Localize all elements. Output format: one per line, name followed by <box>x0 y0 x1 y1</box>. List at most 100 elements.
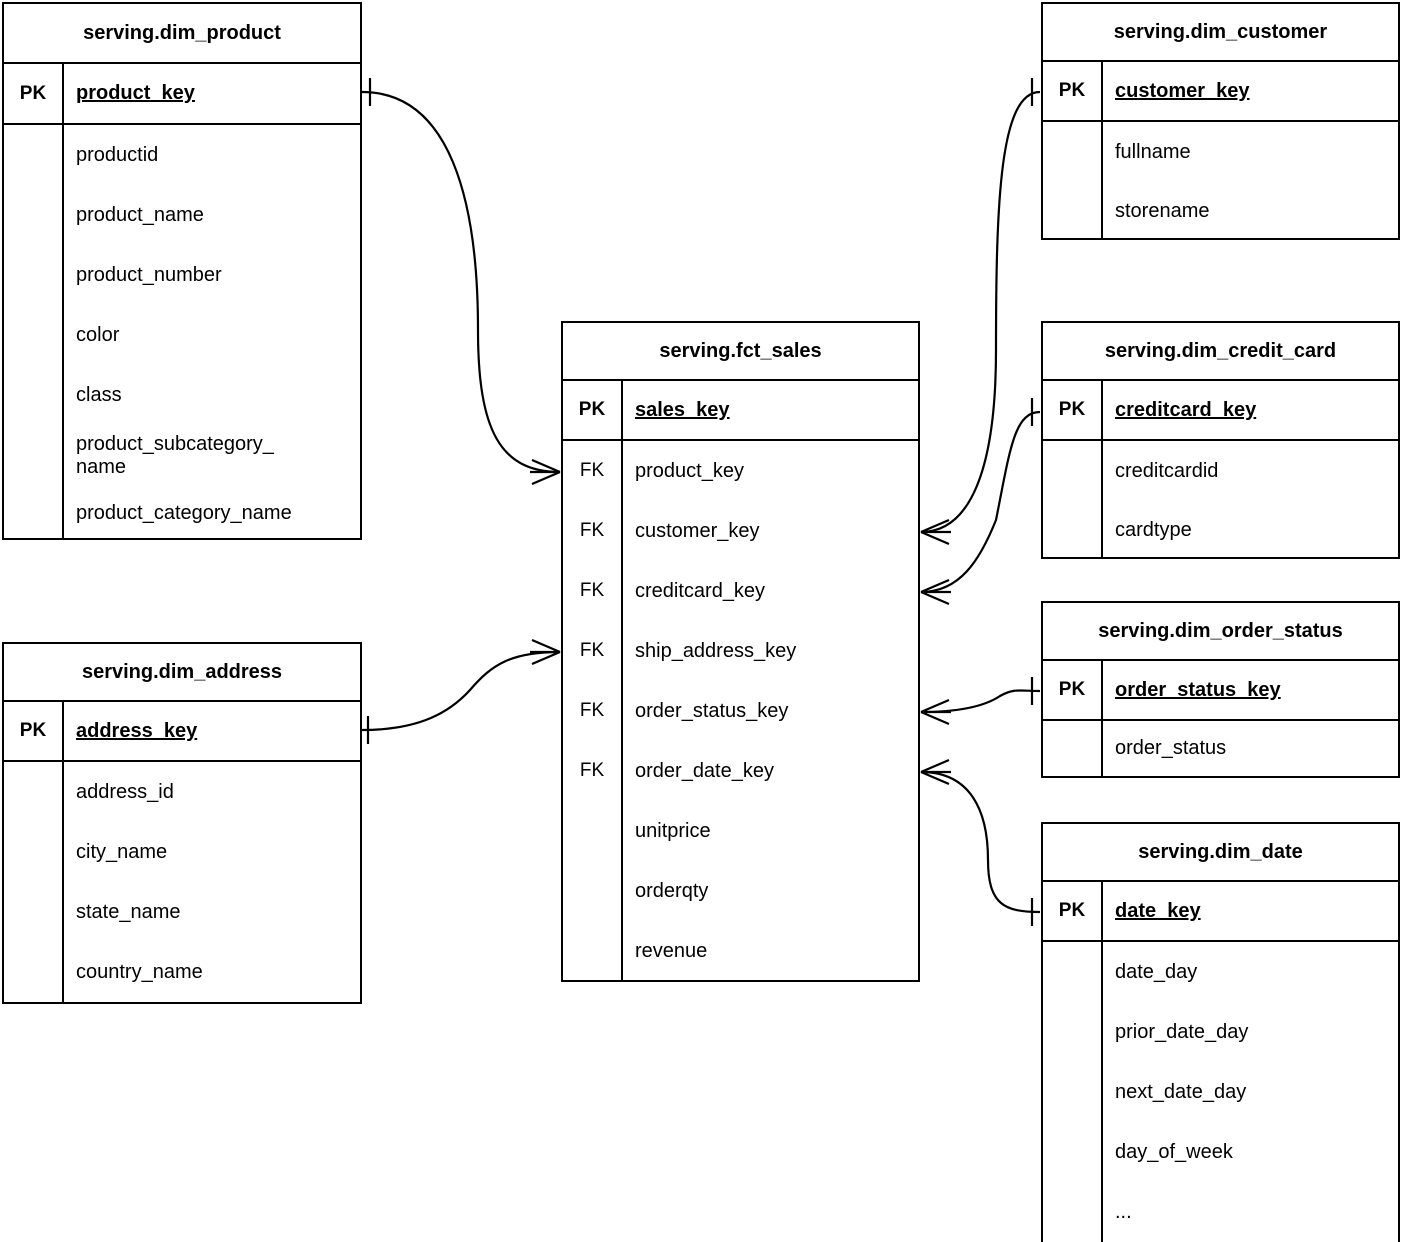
entity-fct-sales[interactable]: serving.fct_sales PK sales_key FK produc… <box>561 321 920 982</box>
entity-title-dim-order-status: serving.dim_order_status <box>1043 603 1398 661</box>
attribute-item: productid <box>76 143 159 166</box>
entity-title-dim-address: serving.dim_address <box>4 644 360 702</box>
gutter-dim-customer <box>1043 122 1103 240</box>
attribute-item: date_day <box>1115 960 1198 983</box>
relationship-order-status <box>920 677 1041 726</box>
crowsfoot-product <box>530 458 561 486</box>
relationship-line-order-status <box>920 689 1041 714</box>
attribute-item: city_name <box>76 840 168 863</box>
gutter-dim-order-status <box>1043 721 1103 776</box>
relationship-address <box>361 638 561 744</box>
entity-title-dim-credit-card: serving.dim_credit_card <box>1043 323 1398 381</box>
attribute-item: product_category_name <box>76 501 292 524</box>
measure-row: unitprice <box>563 801 918 861</box>
fk-column: order_date_key <box>635 759 774 782</box>
fk-badge: FK <box>563 501 623 561</box>
attribute-item: class <box>76 383 122 406</box>
relationship-credit-card <box>920 398 1041 606</box>
attribute-item: ... <box>1115 1200 1132 1223</box>
relationship-line-address <box>361 650 561 732</box>
entity-dim-customer[interactable]: serving.dim_customer PK customer_key ful… <box>1041 2 1400 240</box>
measure-badge-blank <box>563 801 623 861</box>
attribute-list-dim-customer: fullname storename <box>1103 122 1398 240</box>
fk-badge: FK <box>563 441 623 501</box>
attribute-item: country_name <box>76 960 203 983</box>
measure-column: unitprice <box>635 819 711 842</box>
fk-row: FK order_status_key <box>563 681 918 741</box>
pk-row-dim-date: PK date_key <box>1043 882 1398 942</box>
crowsfoot-customer <box>920 518 951 546</box>
fk-column: ship_address_key <box>635 639 797 662</box>
pk-badge-dim-address: PK <box>4 702 64 760</box>
attribute-item: address_id <box>76 780 174 803</box>
attribute-item: product_number <box>76 263 222 286</box>
pk-column-dim-order-status: order_status_key <box>1115 678 1281 701</box>
measure-column: orderqty <box>635 879 709 902</box>
pk-badge-dim-product: PK <box>4 64 64 123</box>
gutter-dim-product <box>4 125 64 539</box>
entity-dim-address[interactable]: serving.dim_address PK address_key addre… <box>2 642 362 1004</box>
pk-column-dim-address: address_key <box>76 719 198 742</box>
pk-row-dim-customer: PK customer_key <box>1043 62 1398 122</box>
relationship-date <box>920 758 1041 926</box>
entity-dim-product[interactable]: serving.dim_product PK product_key produ… <box>2 2 362 540</box>
attribute-item: cardtype <box>1115 518 1192 541</box>
measure-badge-blank <box>563 861 623 921</box>
fk-row: FK product_key <box>563 441 918 501</box>
attribute-item: state_name <box>76 900 181 923</box>
entity-dim-order-status[interactable]: serving.dim_order_status PK order_status… <box>1041 601 1400 778</box>
attribute-block-dim-customer: fullname storename <box>1043 122 1398 240</box>
pk-row-fct-sales: PK sales_key <box>563 381 918 441</box>
pk-column-dim-product: product_key <box>76 82 195 105</box>
attribute-list-dim-order-status: order_status <box>1103 721 1398 776</box>
attribute-list-dim-date: date_day prior_date_day next_date_day da… <box>1103 942 1398 1242</box>
entity-title-dim-date: serving.dim_date <box>1043 824 1398 882</box>
attribute-block-dim-product: productid product_name product_number co… <box>4 125 360 539</box>
fk-badge: FK <box>563 621 623 681</box>
entity-dim-date[interactable]: serving.dim_date PK date_key date_day pr… <box>1041 822 1400 1242</box>
attribute-item: storename <box>1115 199 1210 222</box>
relationship-product <box>361 78 561 486</box>
pk-row-dim-credit-card: PK creditcard_key <box>1043 381 1398 441</box>
pk-column-dim-customer: customer_key <box>1115 79 1250 102</box>
pk-badge-fct-sales: PK <box>563 381 623 439</box>
fk-badge: FK <box>563 681 623 741</box>
attribute-block-fct-sales: FK product_key FK customer_key FK credit… <box>563 441 918 981</box>
fk-column: order_status_key <box>635 699 789 722</box>
measure-badge-blank <box>563 921 623 981</box>
fk-badge: FK <box>563 561 623 621</box>
attribute-item: fullname <box>1115 140 1191 163</box>
measure-row: orderqty <box>563 861 918 921</box>
fk-row: FK creditcard_key <box>563 561 918 621</box>
attribute-item: product_subcategory_ name <box>76 433 274 478</box>
pk-badge-dim-order-status: PK <box>1043 661 1103 719</box>
attribute-list-dim-address: address_id city_name state_name country_… <box>64 762 360 1002</box>
relationship-line-customer <box>920 90 1041 534</box>
fk-badge: FK <box>563 741 623 801</box>
relationship-line-date <box>920 770 1041 914</box>
crowsfoot-address <box>530 638 561 666</box>
pk-row-dim-product: PK product_key <box>4 64 360 125</box>
attribute-item: color <box>76 323 120 346</box>
entity-title-dim-product: serving.dim_product <box>4 4 360 64</box>
attribute-item: product_name <box>76 203 204 226</box>
pk-row-dim-order-status: PK order_status_key <box>1043 661 1398 721</box>
fk-column: product_key <box>635 459 744 482</box>
entity-dim-credit-card[interactable]: serving.dim_credit_card PK creditcard_ke… <box>1041 321 1400 559</box>
attribute-block-dim-order-status: order_status <box>1043 721 1398 776</box>
measure-column: revenue <box>635 939 708 962</box>
pk-column-dim-date: date_key <box>1115 899 1201 922</box>
attribute-list-dim-product: productid product_name product_number co… <box>64 125 360 539</box>
attribute-block-dim-date: date_day prior_date_day next_date_day da… <box>1043 942 1398 1242</box>
crowsfoot-order-status <box>920 698 951 726</box>
attribute-block-dim-credit-card: creditcardid cardtype <box>1043 441 1398 559</box>
relationship-line-credit-card <box>920 410 1041 594</box>
attribute-item: day_of_week <box>1115 1140 1233 1163</box>
measure-row: revenue <box>563 921 918 981</box>
crowsfoot-credit-card <box>920 578 951 606</box>
attribute-item: prior_date_day <box>1115 1020 1249 1043</box>
attribute-list-fct-sales: FK product_key FK customer_key FK credit… <box>563 441 918 981</box>
entity-title-dim-customer: serving.dim_customer <box>1043 4 1398 62</box>
gutter-dim-credit-card <box>1043 441 1103 559</box>
